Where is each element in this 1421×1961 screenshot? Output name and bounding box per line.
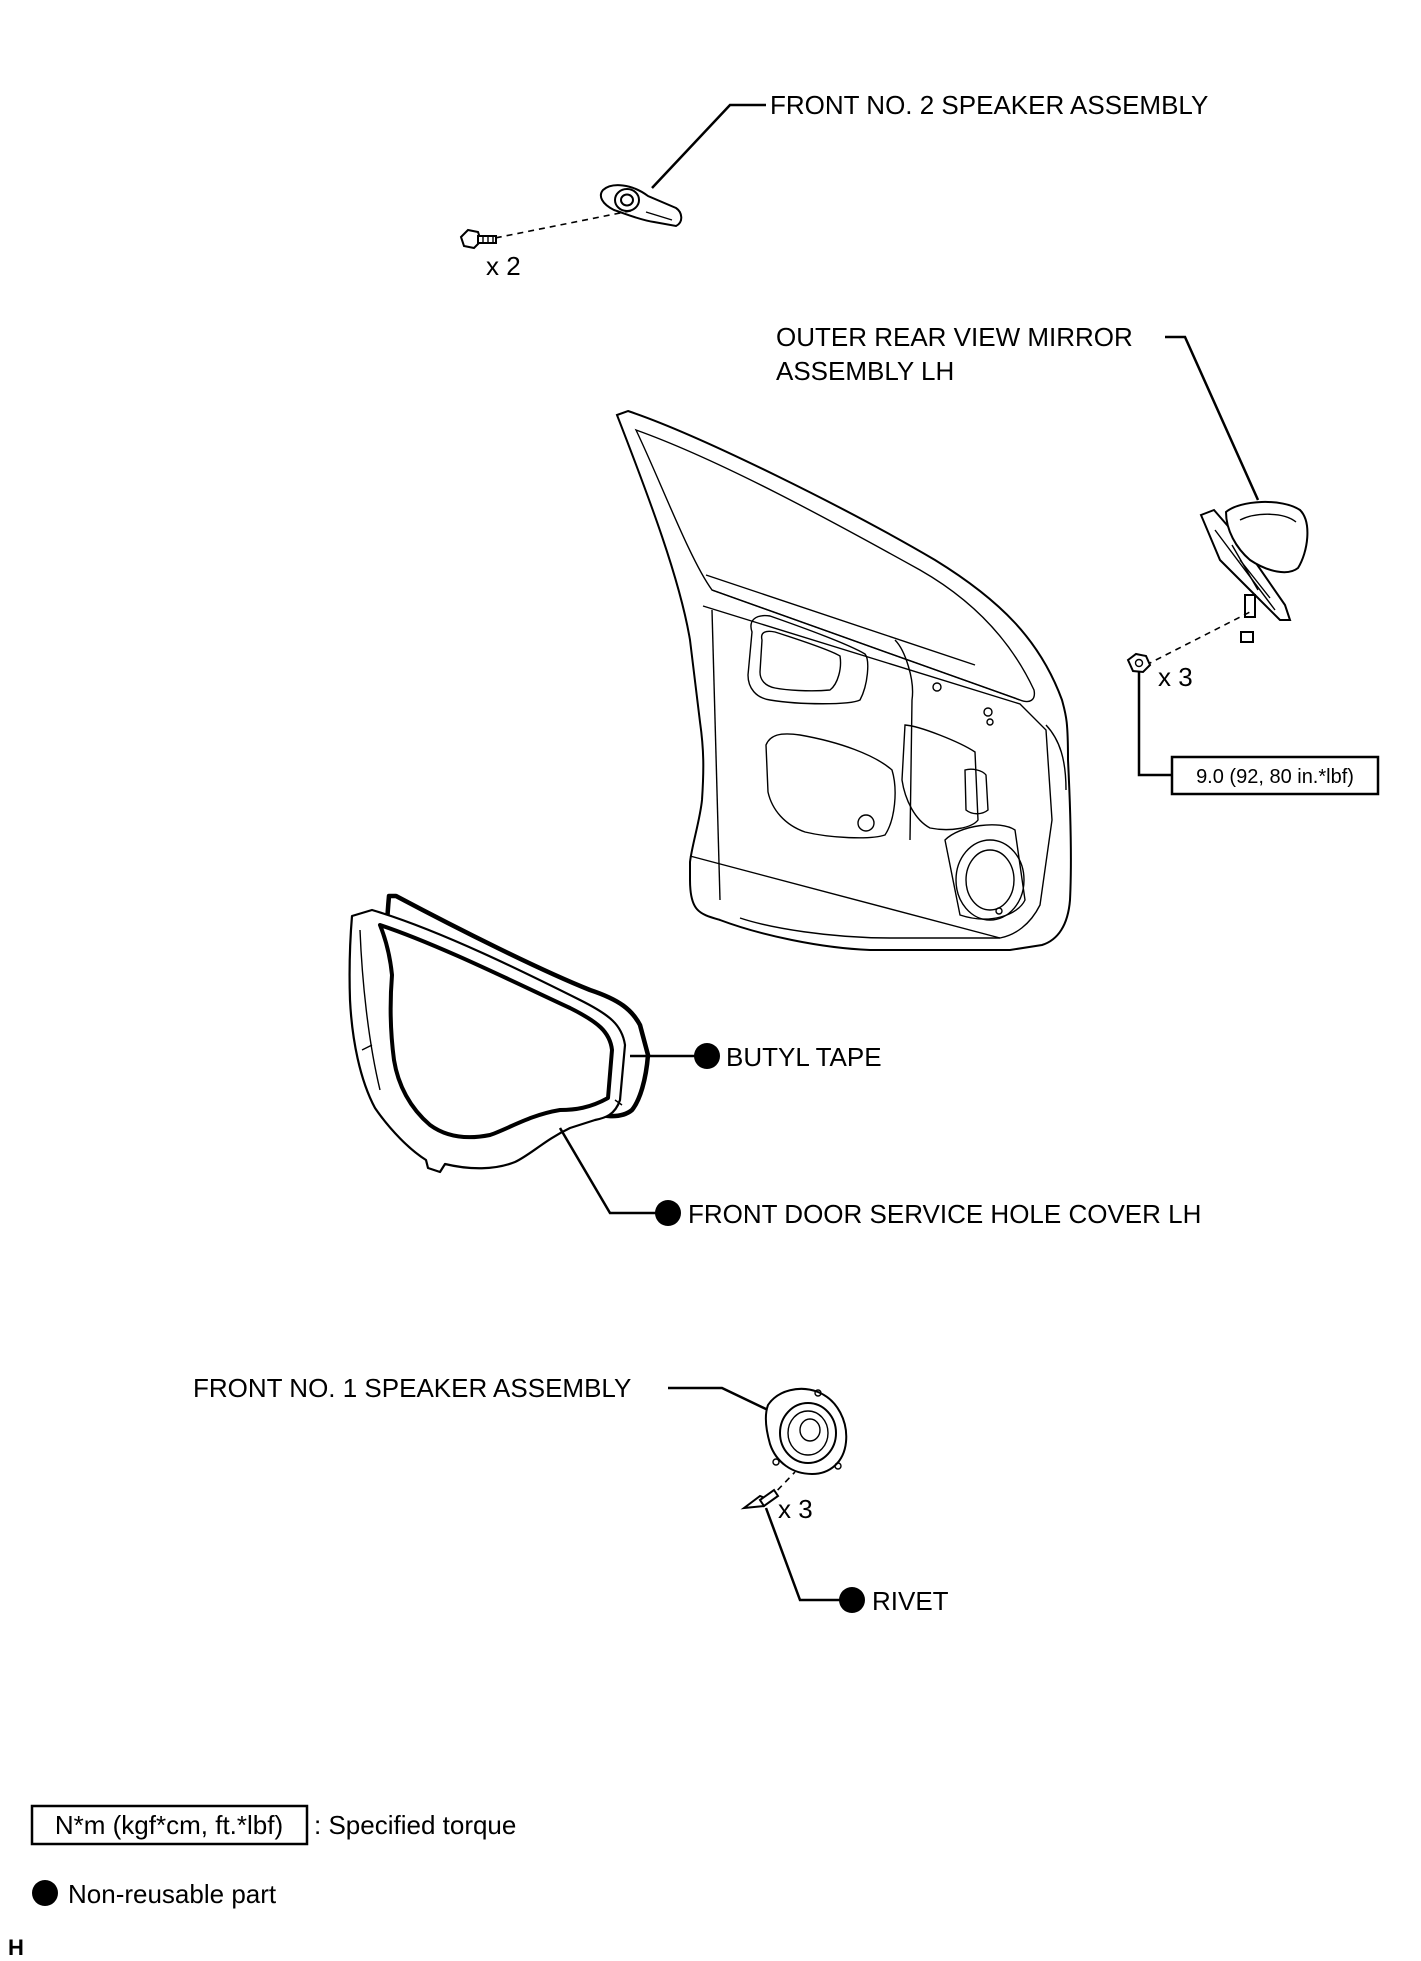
rivet-leader xyxy=(764,1507,840,1602)
mirror-group: OUTER REAR VIEW MIRROR ASSEMBLY LH x 3 9… xyxy=(776,322,1380,796)
legend: N*m (kgf*cm, ft.*lbf) : Specified torque… xyxy=(30,1804,516,1909)
mirror-torque-value: 9.0 (92, 80 in.*lbf) xyxy=(1196,766,1354,788)
mirror-label-line2: ASSEMBLY LH xyxy=(776,356,954,386)
service-hole-cover-nonreusable-icon xyxy=(655,1200,681,1226)
legend-torque-desc: : Specified torque xyxy=(314,1810,516,1840)
front-no1-speaker-label: FRONT NO. 1 SPEAKER ASSEMBLY xyxy=(193,1373,631,1403)
front-no2-speaker-part xyxy=(599,184,683,228)
mirror-leader xyxy=(1165,335,1260,501)
front-no1-speaker-part xyxy=(764,1387,848,1476)
front-no2-speaker-leader xyxy=(651,103,766,189)
front-no2-speaker-group: FRONT NO. 2 SPEAKER ASSEMBLY x 2 xyxy=(459,90,1208,281)
front-no2-screw-qty: x 2 xyxy=(486,251,521,281)
rivet-label: RIVET xyxy=(872,1586,949,1616)
legend-torque-box xyxy=(30,1804,309,1846)
mirror-part xyxy=(1199,501,1309,643)
front-no1-speaker-leader xyxy=(668,1386,769,1412)
butyl-tape-label: BUTYL TAPE xyxy=(726,1042,882,1072)
mirror-nut-axis xyxy=(1145,611,1251,666)
rivet-icon xyxy=(740,1488,780,1510)
mirror-torque-leader xyxy=(1137,672,1172,777)
service-hole-cover-label: FRONT DOOR SERVICE HOLE COVER LH xyxy=(688,1199,1201,1229)
front-no2-screw-axis xyxy=(484,209,636,241)
mirror-nut-icon xyxy=(1126,652,1152,674)
service-hole-cover-leader xyxy=(558,1127,656,1215)
legend-torque-box-text: N*m (kgf*cm, ft.*lbf) xyxy=(55,1810,283,1840)
rivet-nonreusable-icon xyxy=(839,1587,865,1613)
front-no1-speaker-group: FRONT NO. 1 SPEAKER ASSEMBLY x 3 RIVET xyxy=(193,1373,949,1616)
mirror-nut-qty: x 3 xyxy=(1158,662,1193,692)
service-hole-cover-part xyxy=(348,908,627,1174)
front-no2-screw-icon xyxy=(459,228,497,250)
service-hole-cover-group: BUTYL TAPE FRONT DOOR SERVICE HOLE COVER… xyxy=(348,893,1201,1229)
rivet-qty: x 3 xyxy=(778,1494,813,1524)
mirror-torque-box xyxy=(1170,755,1380,796)
front-no2-speaker-label: FRONT NO. 2 SPEAKER ASSEMBLY xyxy=(770,90,1208,120)
butyl-tape-nonreusable-icon xyxy=(694,1043,720,1069)
front-door-panel xyxy=(615,409,1072,951)
mirror-label-line1: OUTER REAR VIEW MIRROR xyxy=(776,322,1133,352)
legend-nonreusable-desc: Non-reusable part xyxy=(68,1879,277,1909)
footer-code: H xyxy=(8,1935,24,1960)
legend-nonreusable-icon xyxy=(32,1880,58,1906)
